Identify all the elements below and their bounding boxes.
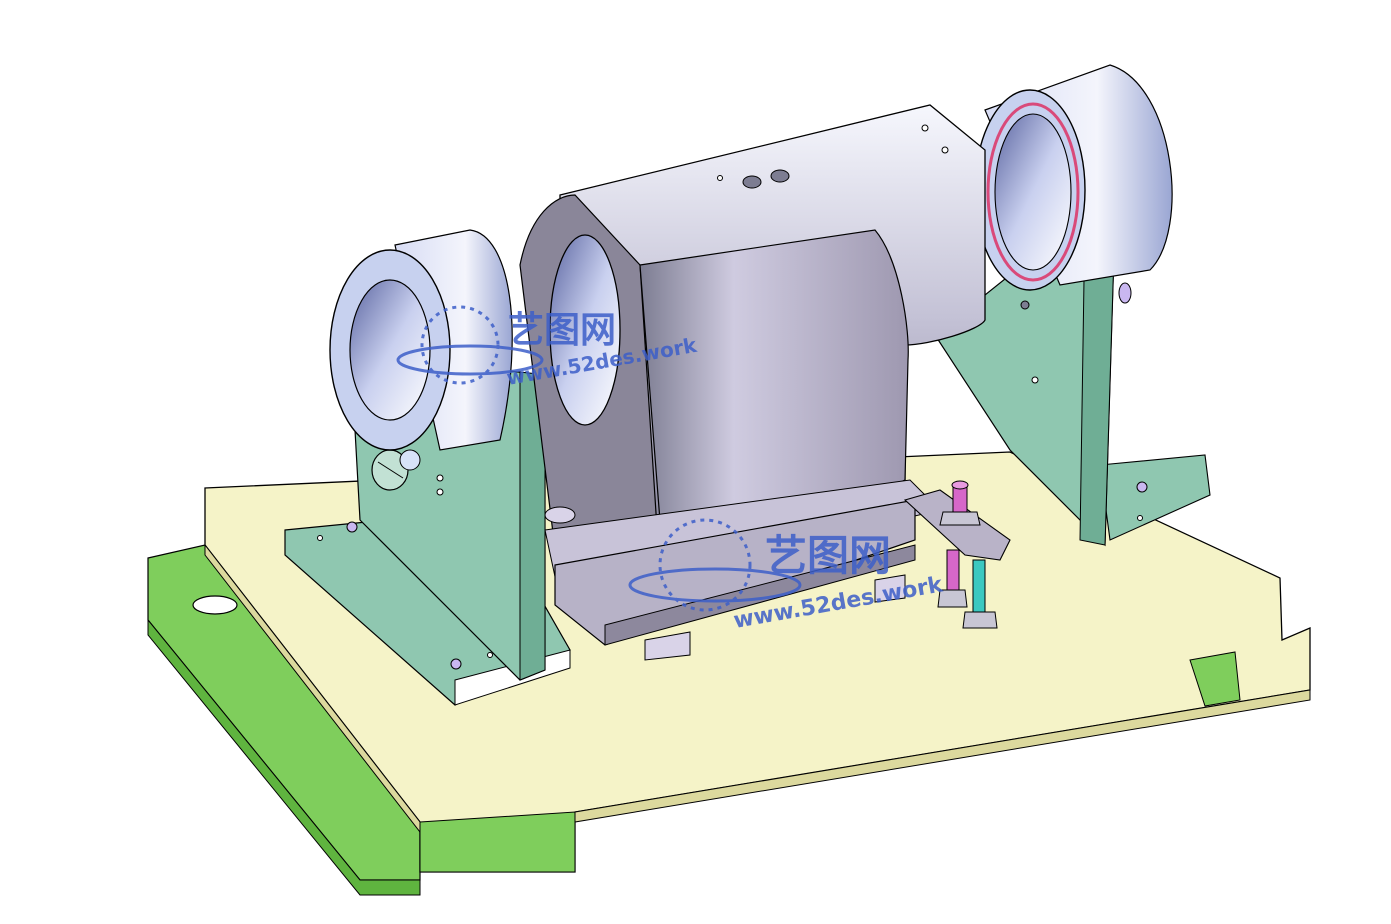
right-side-screw <box>1118 282 1132 304</box>
stopper-bolt-assembly <box>903 480 1011 629</box>
right-bearing-housing <box>974 64 1173 291</box>
right-support-bracket <box>934 214 1211 547</box>
block-base-plate <box>544 479 941 661</box>
central-block <box>519 104 986 591</box>
left-bearing-ring <box>329 229 513 451</box>
watermark-brand-lower: 艺图网 <box>765 531 891 580</box>
watermark-brand-upper: 艺图网 <box>508 310 616 351</box>
seal-ring <box>986 102 1080 282</box>
